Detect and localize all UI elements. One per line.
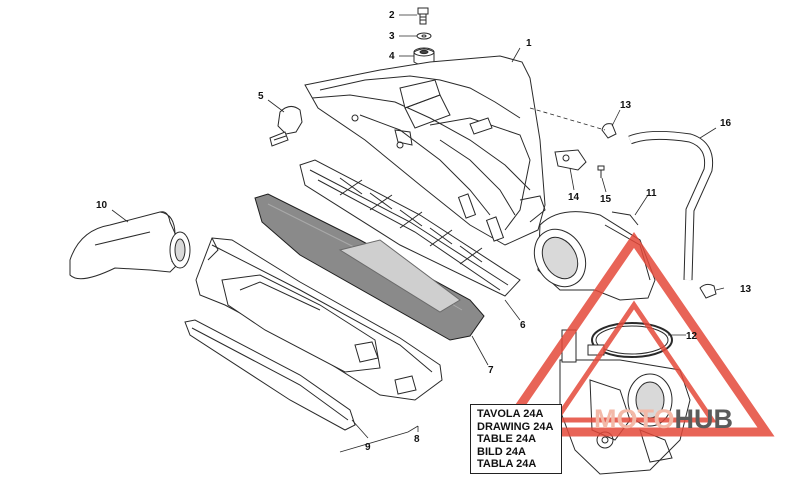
part-13a-clamp [601, 123, 617, 139]
callout-13a: 13 [620, 100, 632, 111]
drawing-line-bild: BILD 24A [477, 445, 526, 458]
callout-11: 11 [646, 188, 657, 199]
callout-labels: 2 3 4 1 5 10 13 16 14 15 11 13 12 6 7 8 … [96, 10, 752, 453]
part-8-lower-cover [195, 237, 443, 401]
part-7-filter-element [254, 193, 485, 341]
part-11-intake-boot [533, 211, 656, 301]
part-16-breather-hose [628, 130, 714, 281]
callout-4: 4 [389, 51, 395, 62]
callout-10: 10 [96, 200, 108, 211]
part-1-airbox-housing [304, 55, 546, 246]
part-13b-clamp [699, 283, 717, 299]
callout-7: 7 [488, 365, 494, 376]
drawing-line-tabla: TABLA 24A [477, 458, 537, 471]
drawing-line-drawing: DRAWING 24A [477, 420, 554, 433]
throttle-body [559, 329, 691, 475]
part-6-filter-cage [299, 159, 521, 297]
part-15-screw [597, 165, 605, 178]
callout-15: 15 [600, 194, 612, 205]
drawing-line-tavola: TAVOLA 24A [477, 408, 544, 420]
part-3-washer [416, 32, 432, 40]
watermark-triangle [493, 232, 775, 437]
callout-13b: 13 [740, 284, 752, 295]
callout-9: 9 [365, 442, 371, 453]
drawing-reference-box: TAVOLA 24A DRAWING 24A TABLE 24A BILD 24… [470, 404, 562, 474]
callout-16: 16 [720, 118, 732, 129]
callout-1: 1 [526, 38, 532, 49]
callout-2: 2 [389, 10, 395, 21]
callout-12: 12 [686, 331, 698, 342]
drawing-line-table: TABLE 24A [477, 433, 537, 446]
part-10-intake-duct [69, 211, 191, 280]
callout-8: 8 [414, 434, 420, 445]
part-5-clip [269, 106, 303, 147]
watermark-moto: MOTO [594, 404, 675, 434]
callout-3: 3 [389, 31, 395, 42]
callout-5: 5 [258, 91, 264, 102]
part-2-screw [417, 7, 429, 25]
callout-14: 14 [568, 192, 580, 203]
callout-6: 6 [520, 320, 526, 331]
part-9-seal-strip [184, 319, 356, 431]
watermark-text: MOTOHUB [594, 404, 733, 435]
part-14-bracket [554, 149, 587, 171]
part-4-grommet [413, 47, 435, 66]
watermark-hub: HUB [674, 404, 734, 434]
leader-lines [111, 14, 725, 453]
